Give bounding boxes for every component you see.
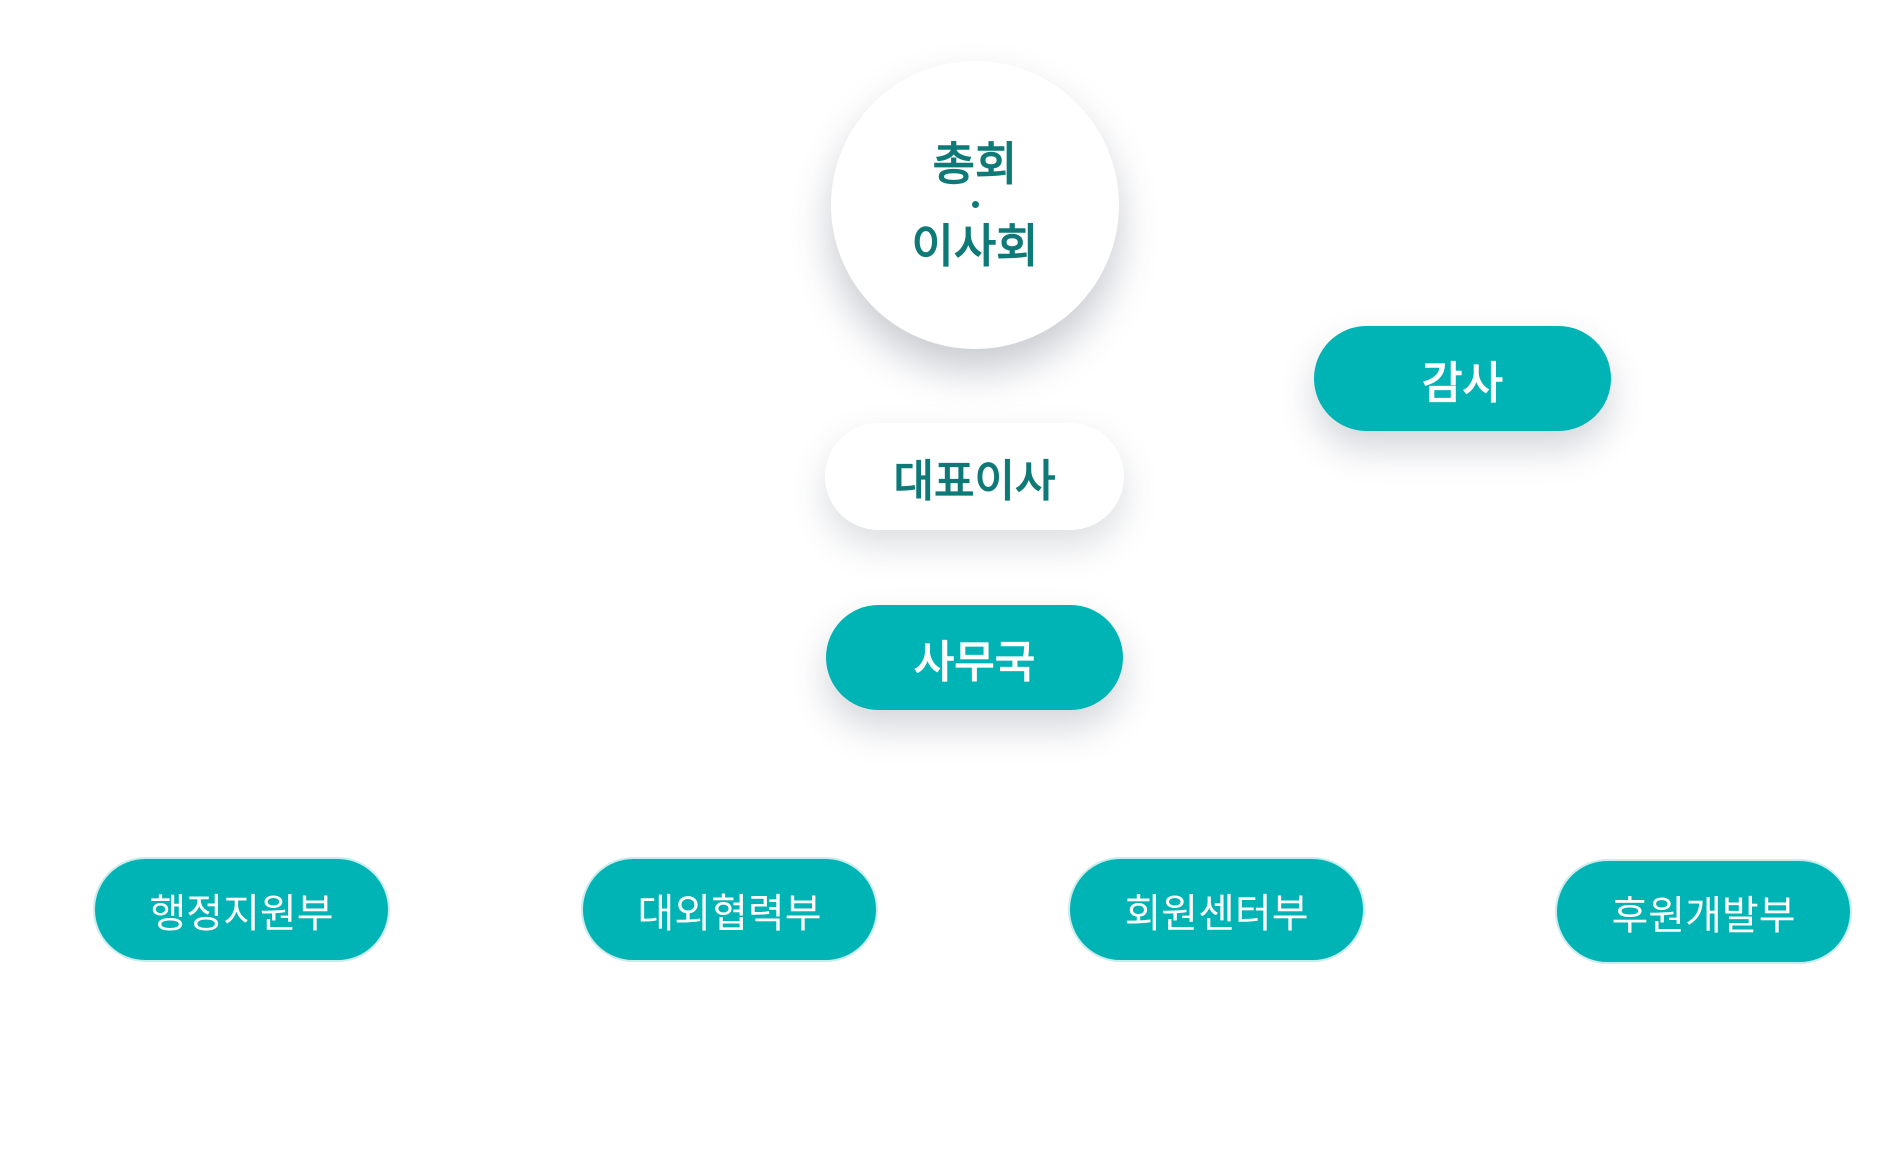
- secretariat-node: 사무국: [826, 605, 1123, 710]
- general-assembly-board-node: 총회 이사회: [831, 61, 1119, 349]
- department-label: 대외협력부: [637, 890, 822, 937]
- department-node-sponsorship-development: 후원개발부: [1555, 859, 1852, 964]
- department-node-external-cooperation: 대외협력부: [581, 857, 878, 962]
- audit-node: 감사: [1314, 326, 1611, 431]
- department-node-member-center: 회원센터부: [1068, 857, 1365, 962]
- ceo-label: 대표이사: [893, 455, 1056, 507]
- department-label: 행정지원부: [149, 890, 334, 937]
- department-label: 후원개발부: [1611, 892, 1796, 939]
- audit-label: 감사: [1422, 357, 1503, 409]
- department-node-admin-support: 행정지원부: [93, 857, 390, 962]
- general-assembly-label: 총회: [932, 137, 1018, 192]
- ceo-node: 대표이사: [825, 423, 1124, 530]
- separator-dot: [971, 200, 979, 208]
- board-of-directors-label: 이사회: [911, 218, 1039, 273]
- department-label: 회원센터부: [1124, 890, 1309, 937]
- secretariat-label: 사무국: [913, 636, 1036, 688]
